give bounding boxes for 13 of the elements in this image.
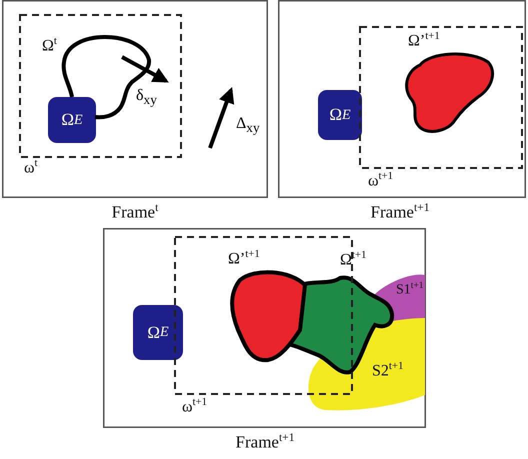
region-label: Ω’$^{t+1}$: [228, 249, 260, 268]
region-label: Ω’$^{t+1}$: [408, 31, 440, 50]
window-label: ω$^{t+1}$: [368, 171, 394, 190]
region-label: S2$^{t+1}$: [372, 361, 404, 380]
frame-caption: Frame$^{t}$: [112, 202, 158, 221]
motion-label: Δ$_{xy}$: [236, 116, 260, 135]
contour-label: Ω$^{t}$: [42, 36, 57, 54]
frame-caption: Frame$^{t+1}$: [370, 202, 430, 221]
motion-label: δ$_{xy}$: [136, 88, 157, 107]
frame-caption: Frame$^{t+1}$: [236, 432, 294, 451]
window-label: ω$^{t+1}$: [182, 397, 208, 416]
window-label: ω$^{t}$: [24, 158, 38, 176]
region-label: S1$^{t+1}$: [396, 282, 424, 298]
